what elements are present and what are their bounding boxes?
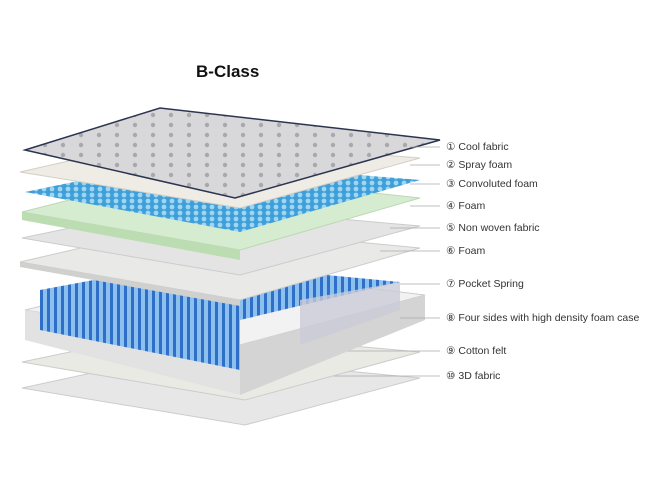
layer-number: ② [446,159,456,171]
layer-cool-fabric [22,107,441,199]
layer-name: Cotton felt [458,345,507,357]
layer-number: ⑤ [446,222,456,234]
layer-number: ⑨ [446,345,456,357]
layer-number: ⑩ [446,370,456,382]
layer-name: Cool fabric [458,141,509,153]
layer-name: Pocket Spring [458,278,524,290]
diagram-title: B-Class [196,62,260,81]
layer-number: ① [446,141,456,153]
layer-name: 3D fabric [458,370,501,382]
layer-number: ④ [446,200,456,212]
layer-number: ⑦ [446,278,456,290]
layer-number: ⑥ [446,245,456,257]
layer-number: ③ [446,178,456,190]
layer-name: Non woven fabric [458,222,540,234]
layer-number: ⑧ [446,312,456,324]
layer-name: Convoluted foam [458,178,538,190]
layer-name: Foam [458,200,486,212]
layer-name: Spray foam [458,159,513,171]
layer-name: Foam [458,245,486,257]
layer-pocket-spring [40,262,440,370]
layer-name: Four sides with high density foam case [458,312,640,324]
